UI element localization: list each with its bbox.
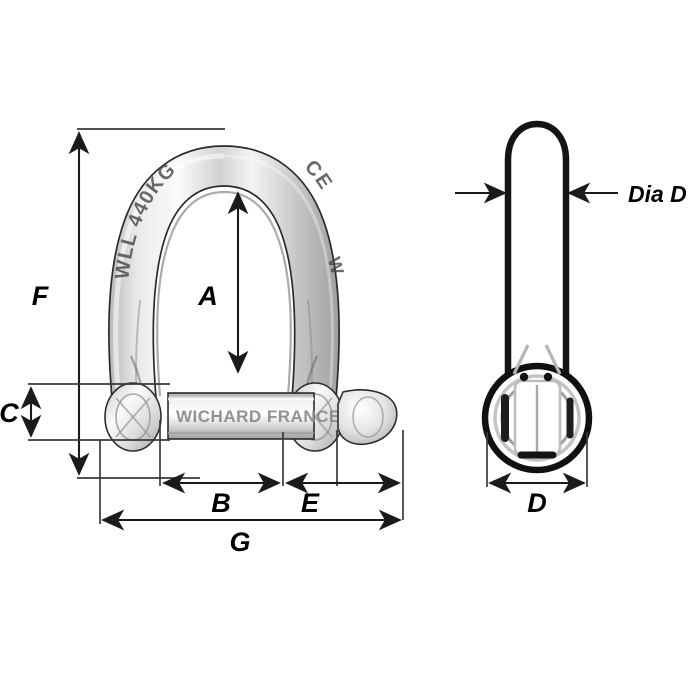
side-view-eye [481,344,593,474]
dimension-label-C: C [0,398,19,428]
dimension-G: G [99,440,402,557]
dimension-C: C [0,383,170,441]
dimension-A: A [197,191,249,374]
dimension-label-E: E [301,488,320,518]
side-elevation-view: Dia D D [455,120,687,518]
pin-engraving: WICHARD FRANCE [176,407,341,426]
dimension-label-D: D [527,488,547,518]
front-elevation-view: WICHARD FRANCE WLL 440KG CE W [104,145,398,452]
body-engraving-right-lower: W [324,255,348,278]
dimension-label-B: B [211,488,231,518]
shackle-pin-head [337,389,398,446]
shackle-left-eye [104,382,162,452]
shackle-pin: WICHARD FRANCE [167,392,341,440]
dimension-label-G: G [229,527,250,557]
front-view-dimensions: F A C B [0,128,404,557]
dimension-label-A: A [197,281,218,311]
dimension-label-F: F [32,281,50,311]
dimension-label-dia-d: Dia D [628,181,687,207]
dimension-DiaD: Dia D [455,181,687,207]
dimension-D: D [486,432,588,518]
